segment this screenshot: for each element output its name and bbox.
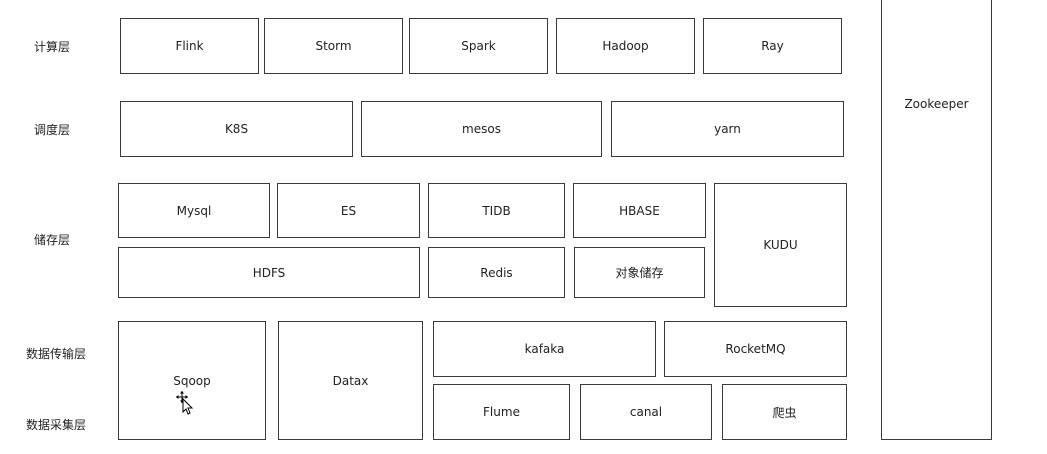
box-datax: Datax — [278, 321, 423, 440]
box-k8s: K8S — [120, 101, 353, 157]
box-kudu: KUDU — [714, 183, 847, 307]
box-rocketmq: RocketMQ — [664, 321, 847, 377]
box-tidb: TIDB — [428, 183, 565, 238]
box-hadoop: Hadoop — [556, 18, 695, 74]
move-cursor-icon — [176, 391, 194, 415]
box-redis: Redis — [428, 247, 565, 298]
box-spark: Spark — [409, 18, 548, 74]
layer-label-collect: 数据采集层 — [26, 418, 87, 432]
box-canal: canal — [580, 384, 712, 440]
box-hdfs: HDFS — [118, 247, 420, 298]
box-hbase: HBASE — [573, 183, 706, 238]
box-crawler: 爬虫 — [722, 384, 847, 440]
box-mesos: mesos — [361, 101, 602, 157]
box-mysql: Mysql — [118, 183, 270, 238]
box-ray: Ray — [703, 18, 842, 74]
box-yarn: yarn — [611, 101, 844, 157]
layer-label-schedule: 调度层 — [34, 123, 71, 137]
box-kafka: kafaka — [433, 321, 656, 377]
box-object-storage: 对象储存 — [574, 247, 705, 298]
layer-label-compute: 计算层 — [34, 40, 71, 54]
box-es: ES — [277, 183, 420, 238]
box-flume: Flume — [433, 384, 570, 440]
box-storm: Storm — [264, 18, 403, 74]
box-sqoop: Sqoop — [118, 321, 266, 440]
layer-label-storage: 储存层 — [34, 233, 71, 247]
box-flink: Flink — [120, 18, 259, 74]
layer-label-transport: 数据传输层 — [26, 347, 87, 361]
box-zookeeper: Zookeeper — [881, 0, 992, 440]
